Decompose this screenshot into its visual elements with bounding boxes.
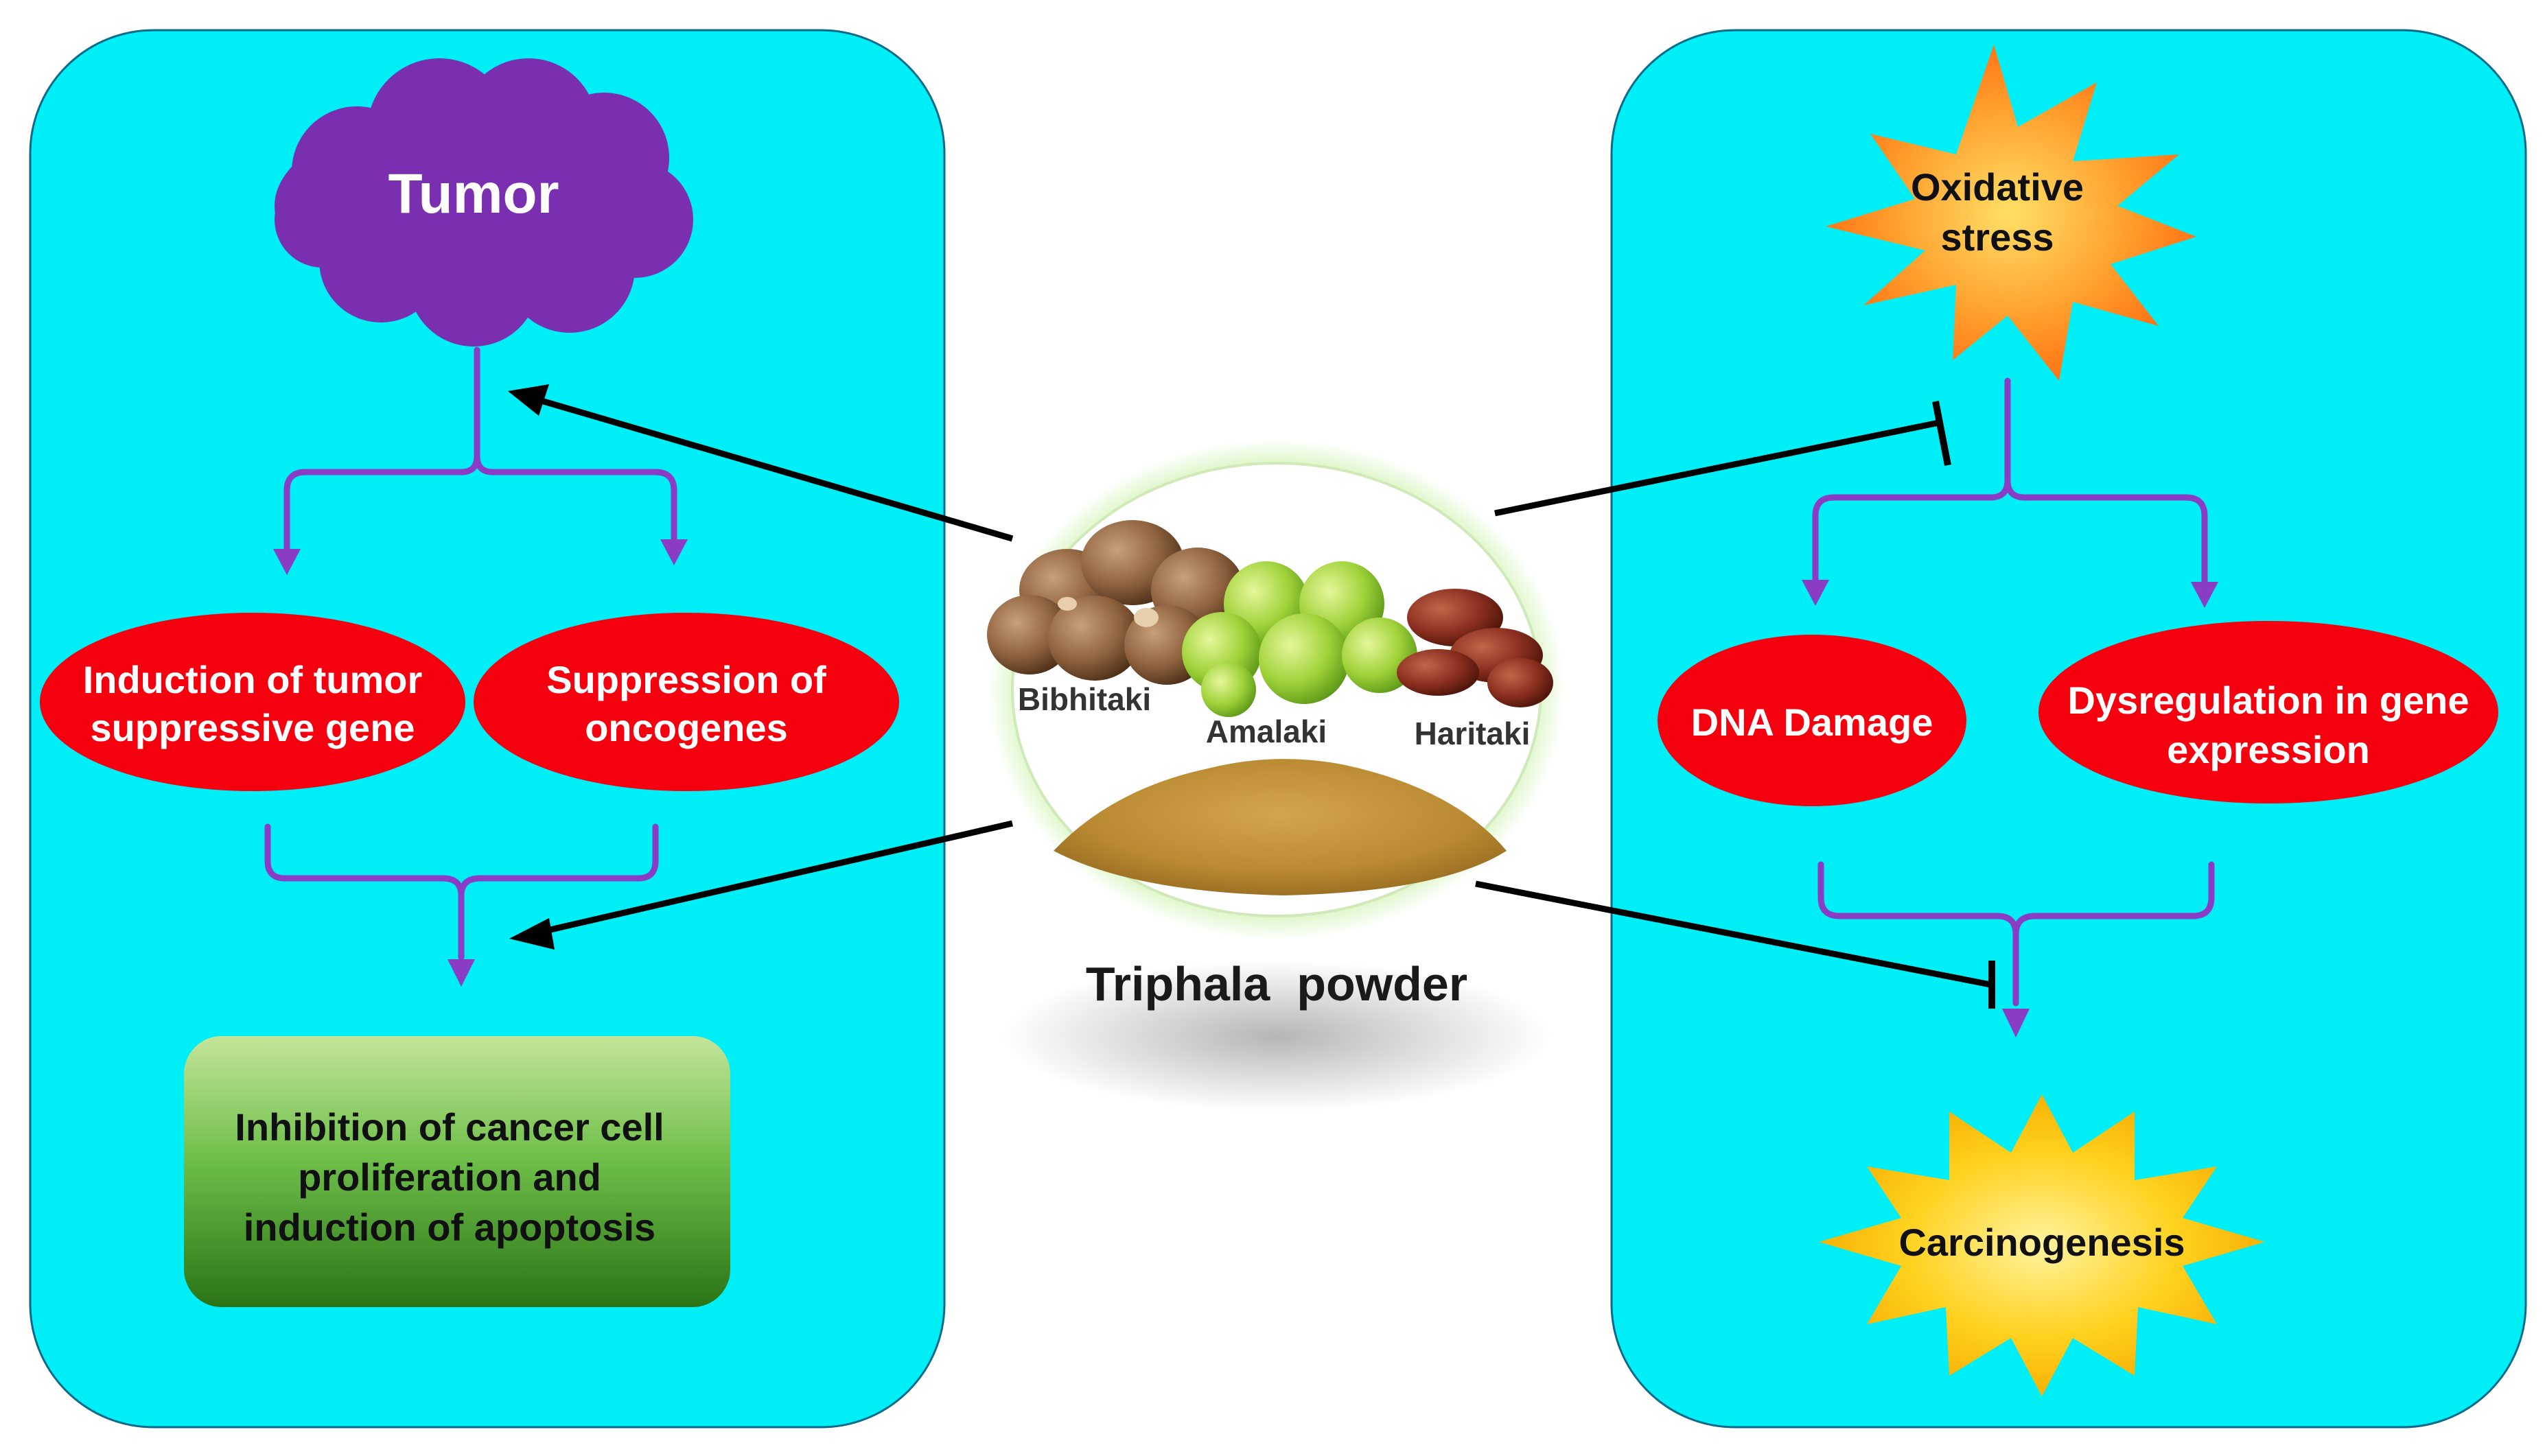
triphala-caption: Triphala powder (1086, 957, 1467, 1011)
arrow-to-outcome-head (509, 918, 555, 950)
inhibit-carcinogenesis (1475, 880, 1991, 988)
bibhitaki-label: Bibhitaki (1018, 681, 1151, 717)
left-lower-bracket (264, 823, 659, 961)
left-bracket-arrowhead-a (273, 549, 301, 575)
bibhitaki-fruit-image (987, 520, 1244, 685)
dna-damage-ellipse (1658, 635, 1966, 806)
dna-damage-label: DNA Damage (1691, 701, 1933, 744)
oxidative-stress-line2: stress (1940, 215, 2054, 259)
right-upper-bracket (1812, 377, 2208, 587)
dysregulation-line2: expression (2167, 728, 2370, 771)
tumor-label: Tumor (388, 163, 559, 225)
suppression-line1: Suppression of (546, 658, 826, 701)
inhibit-oxidative-stress (1494, 419, 1943, 517)
outcome-box (184, 1036, 730, 1307)
right-bracket-arrowhead-b (2191, 582, 2218, 608)
carcinogenesis-label: Carcinogenesis (1898, 1221, 2185, 1264)
tumor-cloud (275, 58, 693, 347)
induction-line2: suppressive gene (90, 706, 415, 749)
haritaki-fruit-image (1397, 589, 1553, 707)
induction-ellipse (40, 613, 465, 791)
left-lower-arrowhead (448, 959, 475, 987)
oxidative-stress-starburst (1826, 45, 2196, 381)
suppression-ellipse (474, 613, 899, 791)
arrow-to-tumor (526, 393, 1014, 542)
induction-line1: Induction of tumor (83, 658, 423, 701)
left-bracket-arrowhead-b (660, 539, 688, 565)
amalaki-label: Amalaki (1206, 714, 1327, 749)
inhibit-oxidative-stress-bar (1932, 401, 1951, 466)
arrow-to-tumor-head (508, 384, 549, 416)
right-lower-bracket (1817, 861, 2215, 1007)
oxidative-stress-line1: Oxidative (1911, 165, 2084, 209)
left-upper-bracket (283, 347, 677, 556)
haritaki-label: Haritaki (1415, 716, 1531, 751)
amalaki-fruit-image (1182, 561, 1417, 717)
triphala-powder-heap (1054, 759, 1507, 895)
outcome-line2: proliferation and (298, 1155, 601, 1199)
dysregulation-ellipse (2038, 621, 2498, 803)
arrow-to-outcome (534, 820, 1014, 937)
outcome-line1: Inhibition of cancer cell (235, 1105, 664, 1149)
right-bracket-arrowhead-a (1802, 580, 1829, 606)
suppression-line2: oncogenes (585, 706, 788, 749)
outcome-line3: induction of apoptosis (244, 1206, 655, 1249)
dysregulation-line1: Dysregulation in gene (2068, 679, 2470, 722)
center-shadow (1002, 961, 1551, 1112)
carcinogenesis-starburst (1819, 1094, 2265, 1396)
right-lower-arrowhead (2002, 1009, 2030, 1037)
